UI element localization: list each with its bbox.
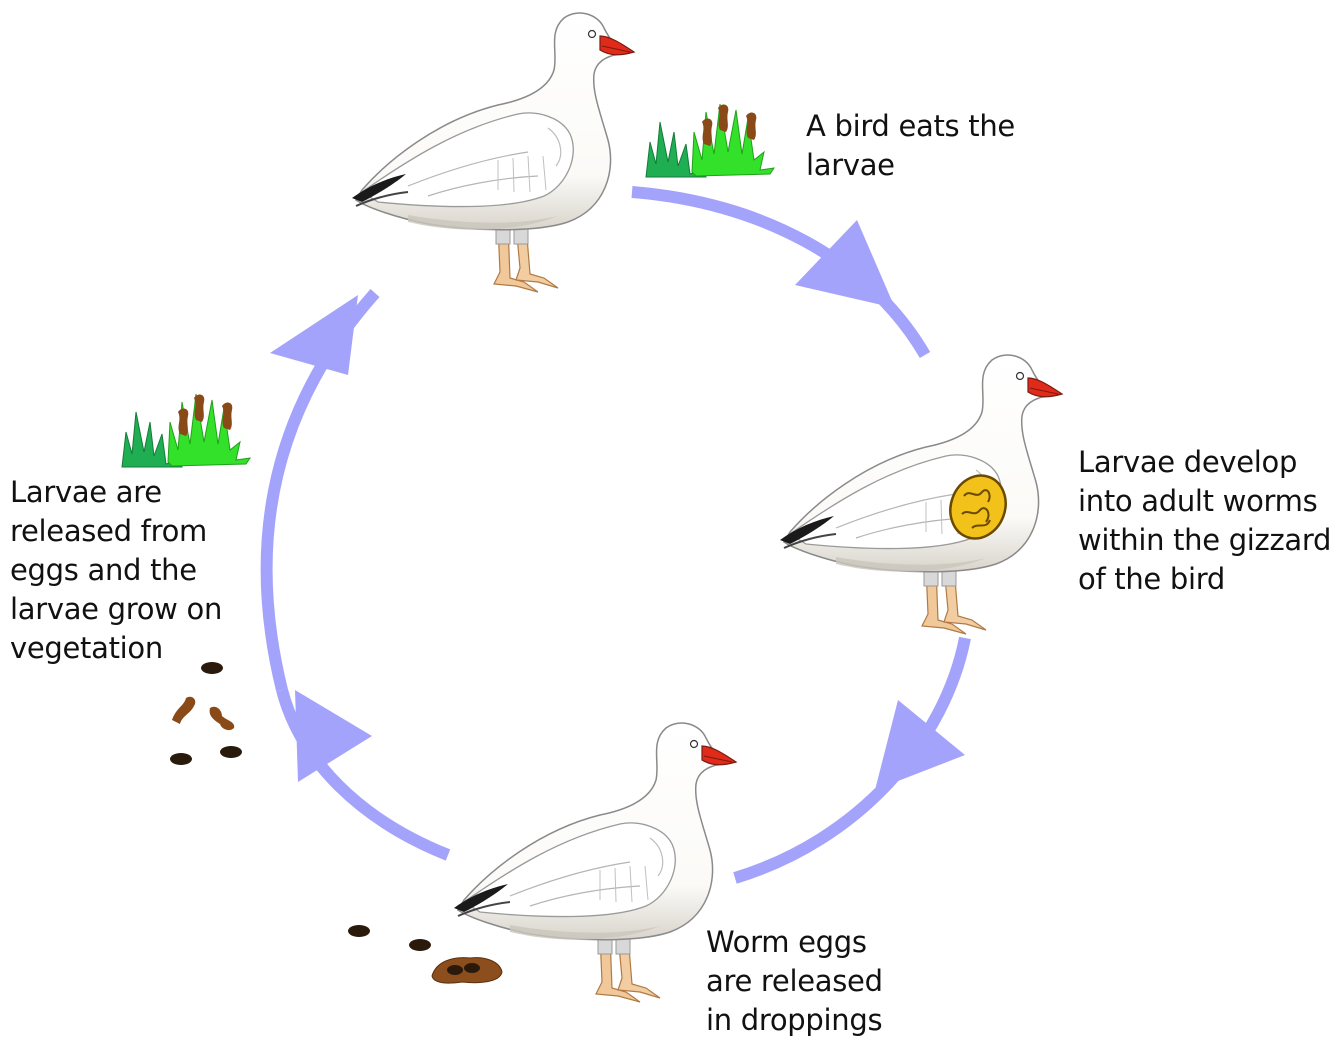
caption-line: vegetation [10, 629, 222, 668]
caption-worm-eggs-released: Worm eggs are released in droppings [706, 923, 883, 1040]
arrowhead-3 [295, 690, 372, 782]
larva-icon [210, 707, 235, 730]
caption-line: Worm eggs [706, 923, 883, 962]
caption-line: in droppings [706, 1001, 883, 1040]
eggs-and-larvae-left [170, 662, 242, 765]
caption-line: released from [10, 512, 222, 551]
goose-icon-right [780, 355, 1062, 634]
egg-icon [348, 925, 370, 937]
caption-line: Larvae develop [1078, 443, 1331, 482]
goose-icon-bottom [454, 723, 736, 1002]
grass-with-larvae-icon-top [646, 104, 774, 177]
caption-larvae-develop: Larvae develop into adult worms within t… [1078, 443, 1331, 599]
larva-icon [172, 697, 195, 724]
egg-icon [409, 939, 431, 951]
caption-line: larvae grow on [10, 590, 222, 629]
caption-line: Larvae are [10, 473, 222, 512]
caption-line: are released [706, 962, 883, 1001]
caption-line: A bird eats the [806, 107, 1015, 146]
egg-icon [220, 746, 242, 758]
caption-bird-eats-larvae: A bird eats the larvae [806, 107, 1015, 185]
caption-line: of the bird [1078, 560, 1331, 599]
egg-icon [170, 753, 192, 765]
grass-with-larvae-icon-left [122, 394, 250, 467]
caption-larvae-released: Larvae are released from eggs and the la… [10, 473, 222, 668]
goose-icon-top [352, 13, 634, 292]
arrowhead-1 [795, 220, 895, 308]
caption-line: eggs and the [10, 551, 222, 590]
eggs-and-droppings-bottom [348, 925, 502, 983]
caption-line: into adult worms [1078, 482, 1331, 521]
caption-line: larvae [806, 146, 1015, 185]
arrow-top-right [632, 192, 925, 355]
arrowhead-4 [270, 295, 358, 375]
caption-line: within the gizzard [1078, 521, 1331, 560]
arrowhead-2 [875, 700, 965, 790]
